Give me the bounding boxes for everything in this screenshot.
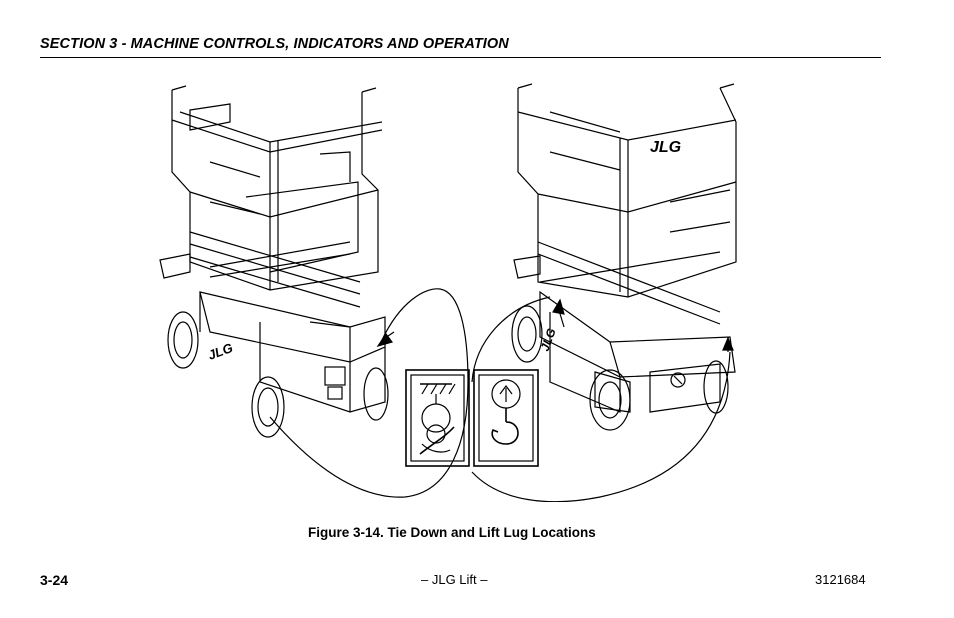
jlg-logo: JLG [538,326,559,353]
figure-illustration: JLG [150,82,750,502]
section-title: SECTION 3 - MACHINE CONTROLS, INDICATORS… [40,36,509,52]
callout-outline [269,288,731,502]
left-scissor-lift: JLG [159,85,395,438]
lift-lug-decal [473,369,539,467]
jlg-logo: JLG [206,340,235,363]
header-divider [40,57,881,58]
jlg-logo: JLG [650,139,681,156]
page-number: 3-24 [40,572,69,588]
document-number: 3121684 [815,572,866,587]
footer-center-text: – JLG Lift – [421,572,488,587]
tie-down-decal [405,369,470,467]
right-scissor-lift: JLG JLG [511,83,737,431]
figure-caption: Figure 3-14. Tie Down and Lift Lug Locat… [308,525,596,540]
